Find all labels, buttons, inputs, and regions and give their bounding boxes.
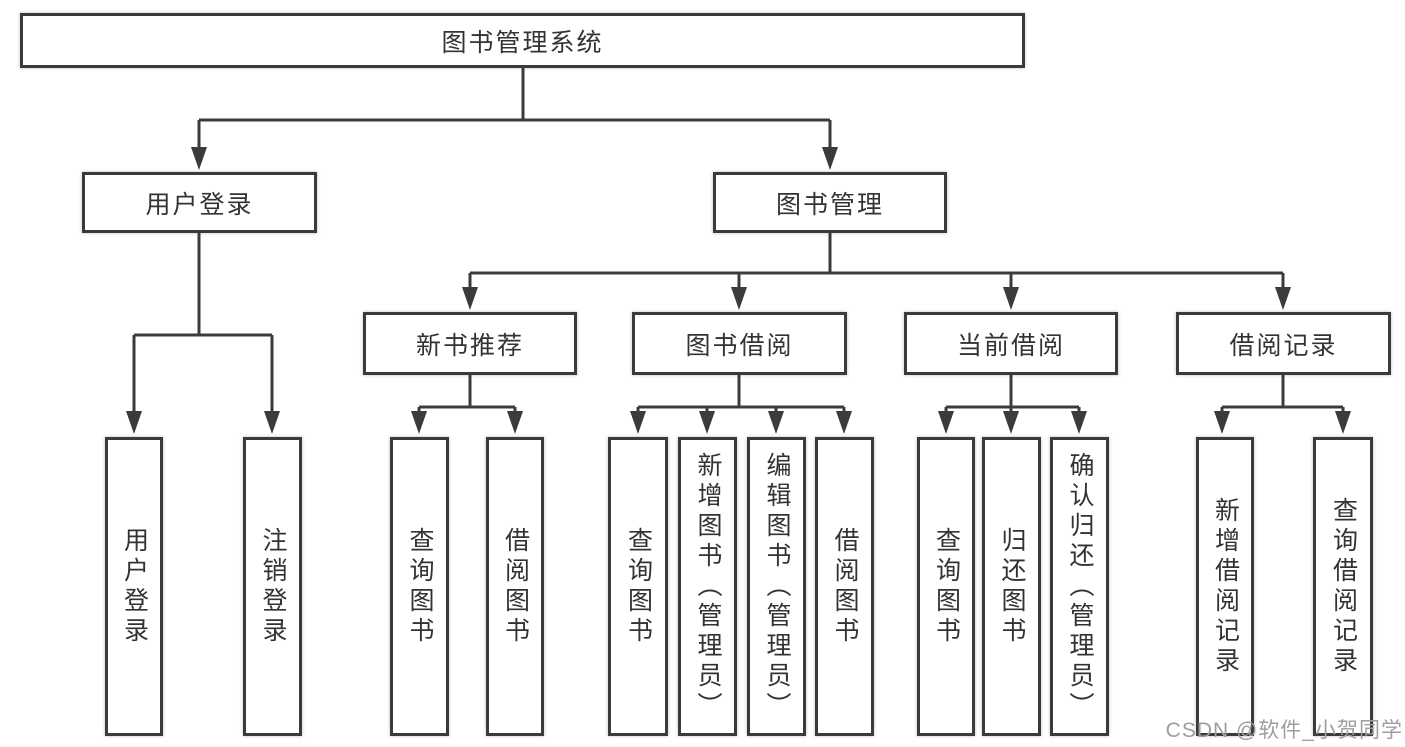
leaf-user-login: 用户登录: [105, 437, 163, 736]
node-label: 查询图书: [406, 526, 434, 647]
leaf-borrow-books-recommend: 借阅图书: [486, 437, 544, 736]
node-label: 新书推荐: [415, 331, 524, 360]
leaf-query-books-current: 查询图书: [917, 437, 975, 736]
leaf-add-borrow-record: 新增借阅记录: [1196, 437, 1254, 736]
node-borrowing-records: 借阅记录: [1176, 312, 1391, 375]
arrowhead: [126, 411, 142, 434]
node-book-management: 图书管理: [713, 172, 947, 233]
leaf-confirm-return-admin: 确认归还（管理员）: [1050, 437, 1109, 736]
node-label: 查询图书: [624, 526, 653, 647]
edges-book-management-children: [462, 233, 1291, 310]
node-label: 图书管理系统: [441, 28, 604, 57]
arrowhead: [191, 147, 207, 170]
node-label: 图书管理: [775, 190, 884, 219]
arrowhead: [1071, 411, 1087, 434]
edges-borrowing-records-children: [1214, 375, 1351, 434]
leaf-return-books: 归还图书: [982, 437, 1041, 736]
node-label: 借阅记录: [1229, 331, 1338, 360]
node-book-borrowing: 图书借阅: [632, 312, 847, 375]
arrowhead: [836, 411, 852, 434]
node-label: 借阅图书: [831, 526, 859, 647]
node-new-book-recommendation: 新书推荐: [363, 312, 577, 375]
node-label: 当前借阅: [956, 331, 1065, 360]
leaf-logout: 注销登录: [243, 437, 302, 736]
node-label: 用户登录: [145, 190, 254, 219]
edges-book-borrowing-children: [630, 375, 852, 434]
node-label: 注销登录: [259, 526, 287, 647]
leaf-query-borrow-record: 查询借阅记录: [1313, 437, 1373, 736]
node-label: 编辑图书（管理员）: [763, 451, 791, 722]
node-label: 查询图书: [932, 526, 961, 647]
arrowhead: [411, 411, 427, 434]
arrowhead: [768, 411, 784, 434]
arrowhead: [699, 411, 715, 434]
node-label: 查询借阅记录: [1329, 496, 1358, 677]
node-label: 确认归还（管理员）: [1066, 451, 1094, 722]
edges-user-login-children: [126, 233, 280, 434]
arrowhead: [822, 147, 838, 170]
watermark: CSDN @软件_小贺同学: [1165, 719, 1403, 742]
leaf-borrow-books-borrowing: 借阅图书: [815, 437, 874, 736]
leaf-query-books-borrowing: 查询图书: [608, 437, 668, 736]
node-user-login: 用户登录: [82, 172, 317, 233]
arrowhead: [1003, 411, 1019, 434]
node-label: 新增图书（管理员）: [694, 451, 722, 722]
node-label: 新增借阅记录: [1211, 496, 1240, 677]
edges-new-book-recommendation-children: [411, 375, 523, 434]
arrowhead: [1335, 411, 1351, 434]
node-current-borrowing: 当前借阅: [904, 312, 1118, 375]
node-label: 借阅图书: [501, 526, 530, 647]
arrowhead: [1003, 287, 1019, 310]
arrowhead: [462, 287, 478, 310]
node-label: 图书借阅: [685, 331, 794, 360]
leaf-query-books-recommend: 查询图书: [390, 437, 449, 736]
edges-current-borrowing-children: [938, 375, 1087, 434]
arrowhead: [938, 411, 954, 434]
node-library-system: 图书管理系统: [20, 13, 1025, 68]
node-label: 归还图书: [998, 526, 1026, 647]
arrowhead: [630, 411, 646, 434]
arrowhead: [1275, 287, 1291, 310]
arrowhead: [1214, 411, 1230, 434]
arrowhead: [264, 411, 280, 434]
edges-root-to-level1: [191, 68, 838, 170]
arrowhead: [731, 287, 747, 310]
node-label: 用户登录: [120, 526, 149, 647]
arrowhead: [507, 411, 523, 434]
leaf-add-book-admin: 新增图书（管理员）: [678, 437, 737, 736]
leaf-edit-book-admin: 编辑图书（管理员）: [747, 437, 806, 736]
